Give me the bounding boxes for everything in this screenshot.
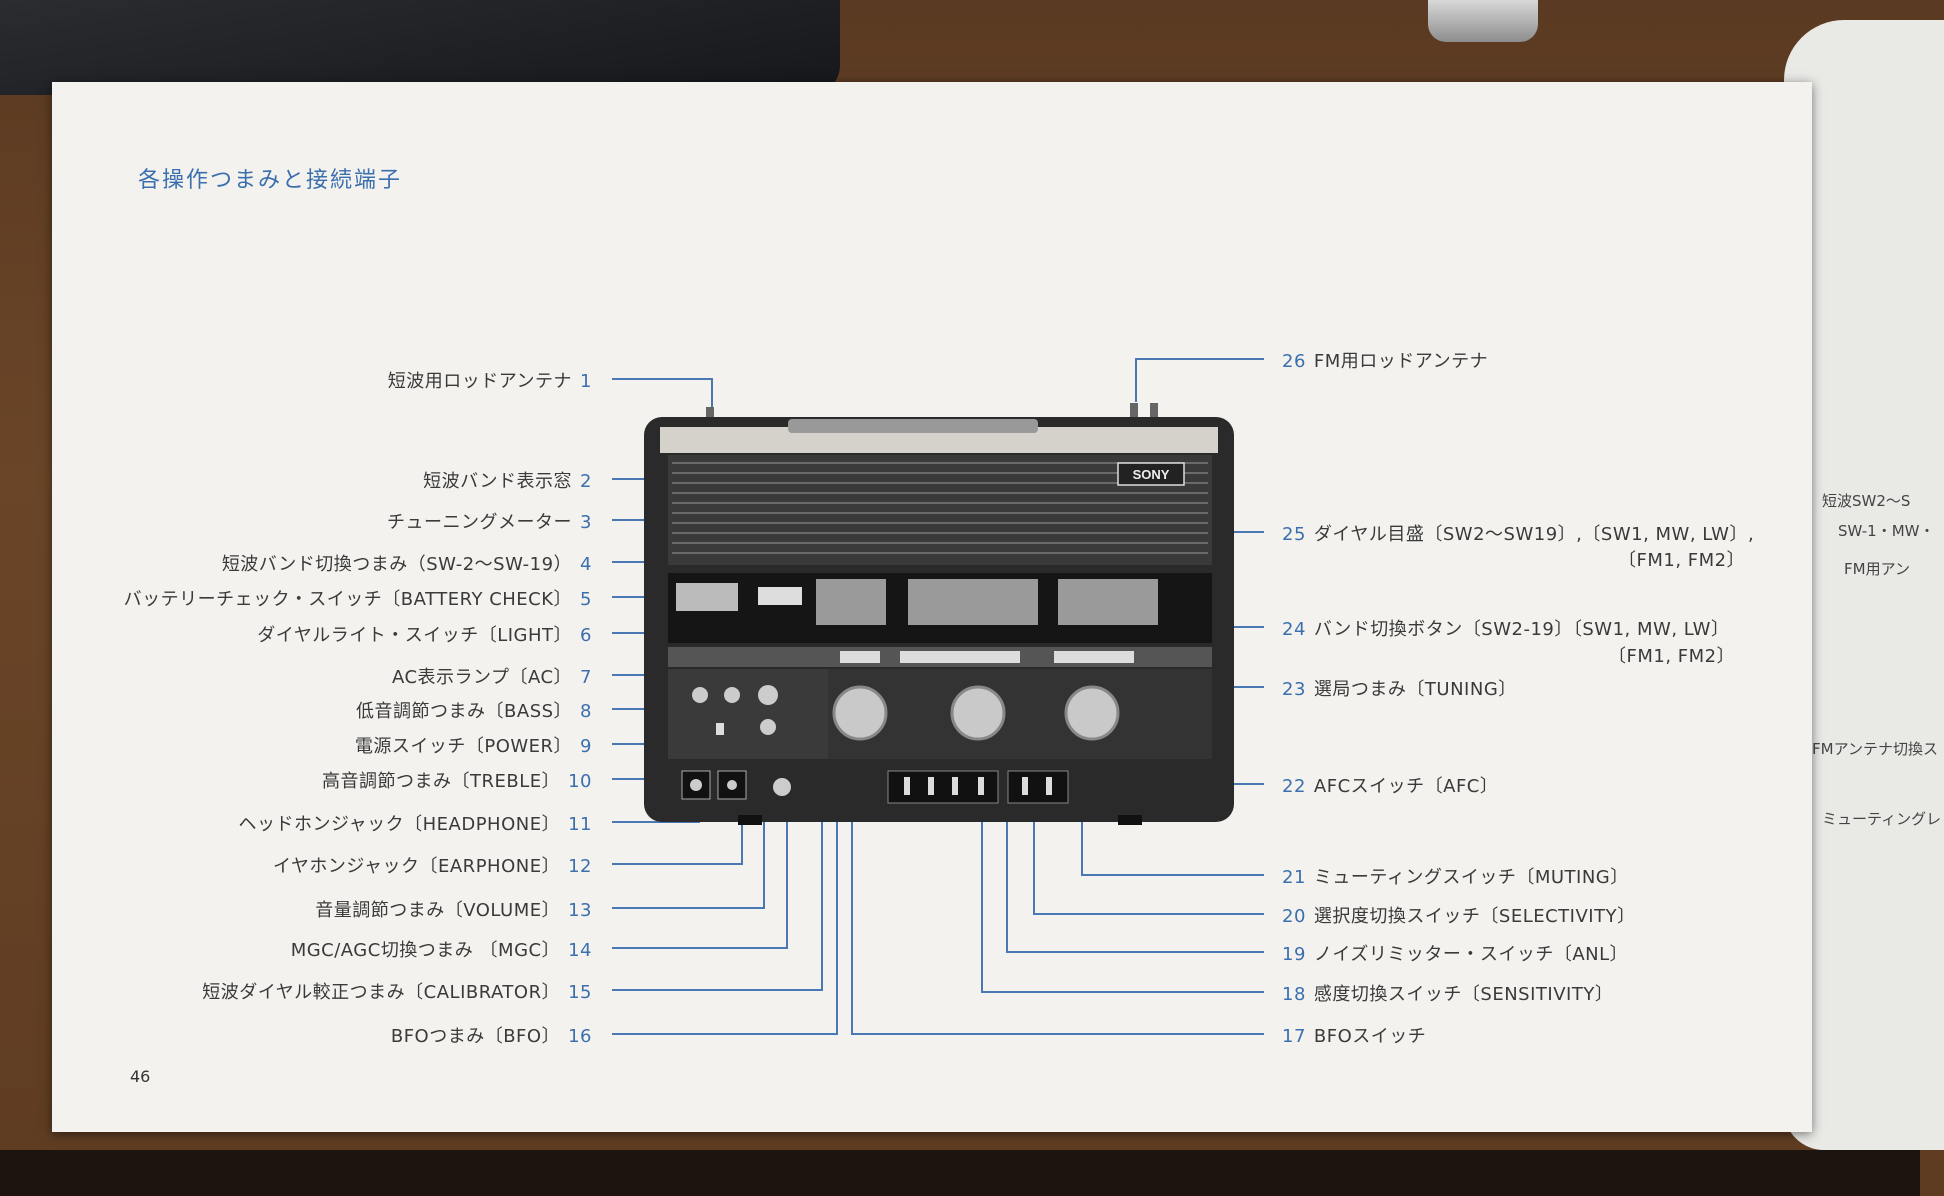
- brand-logo: SONY: [1133, 467, 1170, 482]
- page-heading: 各操作つまみと接続端子: [138, 168, 403, 193]
- tuning-knob: [832, 685, 888, 741]
- next-page-fragment: ミューティングレ: [1822, 810, 1942, 828]
- label-5: バッテリーチェック・スイッチ〔BATTERY CHECK〕5: [123, 589, 592, 610]
- sw-antenna: [706, 407, 714, 421]
- label-12: イヤホンジャック〔EARPHONE〕12: [272, 856, 592, 877]
- label-10: 高音調節つまみ〔TREBLE〕10: [321, 771, 592, 792]
- label-7: AC表示ランプ〔AC〕7: [391, 667, 592, 688]
- dial-scale-2: [908, 579, 1038, 625]
- sw-band-window: [758, 587, 802, 605]
- radio-case-background: [0, 0, 840, 95]
- fm-antenna: [1150, 403, 1158, 417]
- sony-logo-badge: [1117, 462, 1185, 486]
- next-page-fragment: FMアンテナ切換ス: [1812, 740, 1938, 758]
- case-clasp: [1428, 0, 1538, 42]
- label-4: 短波バンド切換つまみ（SW-2～SW-19）4: [221, 554, 592, 575]
- next-page-fragment: 短波SW2～S: [1822, 492, 1911, 510]
- carry-handle: [788, 419, 1038, 433]
- next-page-fragment: FM用アン: [1844, 560, 1910, 578]
- label-14: MGC/AGC切換つまみ 〔MGC〕14: [290, 940, 592, 961]
- radio-illustration: SONY: [644, 403, 1234, 825]
- dial-scale-1: [816, 579, 886, 625]
- page-number: 46: [130, 1067, 151, 1086]
- label-24-sub: 〔FM1, FM2〕: [1608, 646, 1736, 667]
- label-16: BFOつまみ〔BFO〕16: [390, 1026, 592, 1047]
- manual-page: 各操作つまみと接続端子 46: [52, 82, 1812, 1132]
- tuning-knob: [1064, 685, 1120, 741]
- next-page-fragment: SW-1・MW・: [1838, 522, 1935, 540]
- fm-antenna: [1130, 403, 1138, 417]
- label-6: ダイヤルライト・スイッチ〔LIGHT〕6: [257, 625, 592, 646]
- desk-edge: [0, 1150, 1920, 1196]
- label-8: 低音調節つまみ〔BASS〕8: [356, 701, 592, 722]
- dial-scale-3: [1058, 579, 1158, 625]
- label-25-sub: 〔FM1, FM2〕: [1618, 550, 1746, 571]
- label-15: 短波ダイヤル較正つまみ〔CALIBRATOR〕15: [202, 982, 592, 1003]
- label-9: 電源スイッチ〔POWER〕9: [354, 736, 592, 757]
- tuning-meter: [676, 583, 738, 611]
- tuning-knob: [950, 685, 1006, 741]
- label-13: 音量調節つまみ〔VOLUME〕13: [315, 900, 592, 921]
- label-11: ヘッドホンジャック〔HEADPHONE〕11: [238, 814, 592, 835]
